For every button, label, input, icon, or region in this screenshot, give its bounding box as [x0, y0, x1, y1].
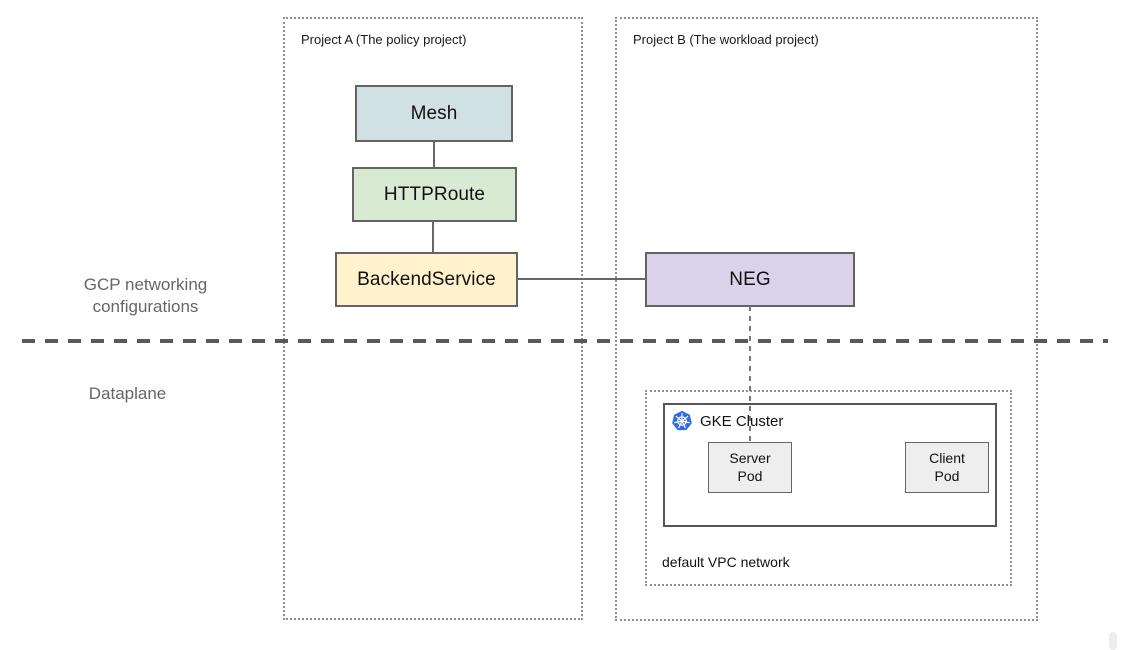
project-b-container: Project B (The workload project)	[615, 17, 1038, 621]
gcp-networking-plane-label: GCP networking configurations	[83, 275, 208, 317]
dataplane-plane-label: Dataplane	[88, 384, 167, 403]
mesh-node-label: Mesh	[410, 102, 458, 124]
httproute-node-label: HTTPRoute	[383, 183, 486, 205]
default-vpc-network-container: default VPC network	[645, 390, 1012, 586]
backendservice-node: BackendService	[335, 252, 518, 307]
neg-node-label: NEG	[729, 268, 771, 290]
project-a-container: Project A (The policy project)	[283, 17, 583, 620]
client-pod-label-line2: Pod	[934, 467, 960, 484]
server-pod-label-line2: Pod	[737, 467, 763, 484]
vpc-network-label: default VPC network	[662, 554, 790, 570]
client-pod-node: Client Pod	[905, 442, 989, 493]
backendservice-node-label: BackendService	[357, 268, 496, 290]
client-pod-label-line1: Client	[929, 450, 965, 467]
scrollbar-thumb[interactable]	[1109, 632, 1117, 650]
httproute-node: HTTPRoute	[352, 167, 517, 222]
server-pod-node: Server Pod	[708, 442, 792, 493]
gke-cluster-header: GKE Cluster	[671, 410, 783, 432]
project-b-label: Project B (The workload project)	[633, 32, 819, 47]
server-pod-label-line1: Server	[729, 450, 771, 467]
project-a-label: Project A (The policy project)	[301, 32, 467, 47]
kubernetes-helm-icon	[672, 410, 692, 431]
mesh-node: Mesh	[355, 85, 513, 142]
gke-cluster-label: GKE Cluster	[700, 412, 784, 430]
neg-node: NEG	[645, 252, 855, 307]
